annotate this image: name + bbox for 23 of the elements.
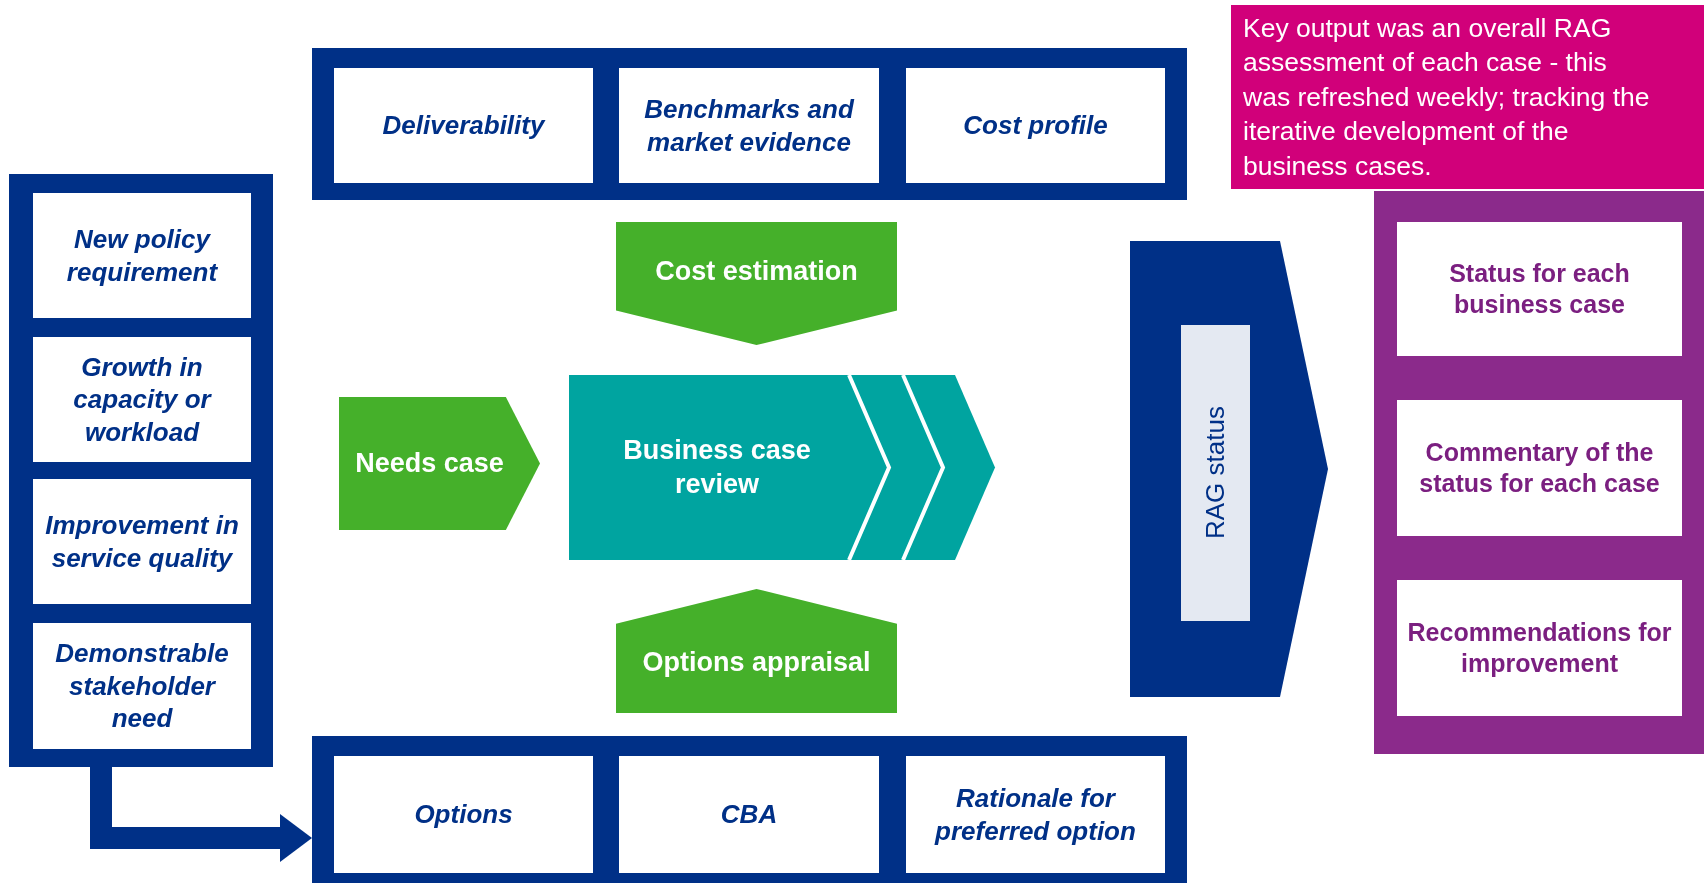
panel [312,48,1187,200]
output-card: Recommendations for improvement [1397,580,1682,716]
panel [1374,191,1704,754]
category-card: CBA [619,756,879,873]
category-card: Growth in capacity or workload [33,337,251,462]
step-label: Business case review [622,433,812,501]
note-box: Key output was an overall RAG assessment of each case - this was refreshed weekly; tracking the iterative development of the business cases. [1231,5,1704,189]
step-label: Needs case [355,446,505,480]
category-card: Demonstrable stakeholder need [33,623,251,749]
output-card: Commentary of the status for each case [1397,400,1682,536]
panel [9,174,273,767]
category-card: Improvement in service quality [33,479,251,604]
category-card: Deliverability [334,68,593,183]
step-label: Options appraisal [642,646,871,680]
step-label: Cost estimation [655,254,858,288]
status-bar: RAG status [1181,325,1250,621]
panel [312,736,1187,883]
category-card: Cost profile [906,68,1165,183]
output-card: Status for each business case [1397,222,1682,356]
category-card: Rationale for preferred option [906,756,1165,873]
category-card: Benchmarks and market evidence [619,68,879,183]
category-card: New policy requirement [33,193,251,318]
category-card: Options [334,756,593,873]
